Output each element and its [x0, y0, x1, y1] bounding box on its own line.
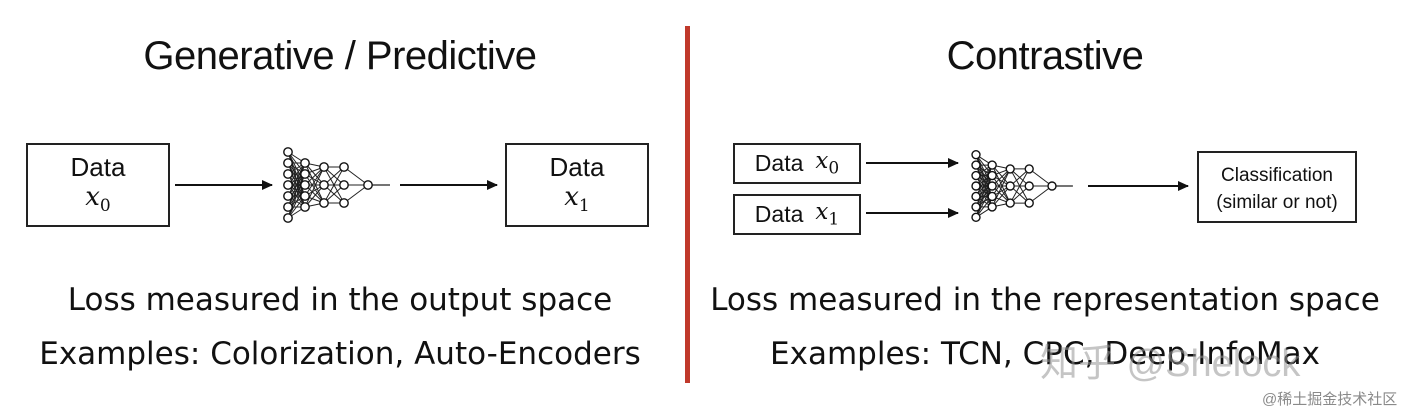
network-edge [975, 164, 993, 197]
network-edge [304, 162, 325, 204]
network-node [971, 170, 981, 181]
network-node [319, 198, 329, 208]
network-node [971, 212, 981, 223]
network-node [1024, 198, 1034, 208]
left-loss-text: Loss measured in the output space [67, 282, 613, 318]
network-node [300, 180, 310, 190]
network-edge [287, 184, 306, 219]
data-x1-var: x1 [815, 199, 840, 230]
neural-network-icon-left [283, 147, 390, 223]
network-edge [1028, 168, 1053, 187]
network-node [300, 158, 310, 168]
network-node [971, 191, 981, 202]
network-node [971, 149, 981, 160]
data-x0-var: x0 [815, 148, 840, 179]
network-node [987, 170, 997, 181]
input-data-label: Data [70, 152, 126, 182]
network-node [283, 158, 293, 168]
network-edge [991, 168, 1011, 197]
network-node [300, 169, 310, 179]
right-loss-text: Loss measured in the representation spac… [710, 282, 1380, 318]
network-edge [991, 164, 1011, 204]
network-edge [323, 166, 345, 204]
network-node [339, 162, 349, 172]
network-edge [991, 168, 1011, 208]
input-data-var: x0 [85, 182, 111, 217]
network-edge [1028, 185, 1053, 204]
network-node [363, 180, 373, 190]
network-node [1024, 164, 1034, 174]
output-data-var: x1 [564, 182, 590, 217]
network-node [971, 202, 981, 212]
network-edge [343, 166, 369, 186]
classification-box: Classification (similar or not) [1197, 151, 1357, 223]
network-node [283, 202, 293, 212]
network-node [339, 198, 349, 208]
network-node [1005, 164, 1015, 174]
network-node [1047, 181, 1057, 191]
output-data-box: Data x1 [505, 143, 649, 227]
classification-line2: (similar or not) [1216, 192, 1338, 213]
network-node [987, 202, 997, 212]
network-node [319, 162, 329, 172]
network-node [300, 202, 310, 212]
network-edge [304, 166, 325, 197]
network-edge [304, 173, 325, 204]
right-examples-text: Examples: TCN, CPC, Deep-InfoMax [770, 336, 1320, 372]
network-node [971, 181, 981, 191]
network-node [283, 180, 293, 190]
network-node [283, 191, 293, 201]
neural-network-icon-right [971, 149, 1073, 223]
juejin-watermark: @稀土掘金技术社区 [1262, 391, 1398, 408]
zhihu-watermark: 知乎 @Shelock [1040, 343, 1301, 385]
network-node [971, 160, 981, 170]
output-data-label: Data [549, 152, 605, 182]
network-node [987, 191, 997, 202]
generative-title: Generative / Predictive [143, 34, 537, 78]
network-node [283, 147, 293, 157]
network-node [1005, 181, 1015, 191]
network-edge [304, 166, 325, 208]
network-edge [343, 184, 369, 204]
classification-line1: Classification [1221, 165, 1333, 186]
network-node [1005, 198, 1015, 208]
section-divider [685, 26, 690, 383]
left-examples-text: Examples: Colorization, Auto-Encoders [39, 336, 641, 372]
network-node [987, 160, 997, 170]
network-node [283, 213, 293, 223]
network-edge [287, 162, 306, 197]
network-node [319, 180, 329, 190]
data-x0-box: Data x0 [733, 143, 861, 184]
network-node [300, 191, 310, 201]
network-node [1024, 181, 1034, 191]
data-x1-box: Data x1 [733, 194, 861, 235]
network-node [283, 169, 293, 179]
input-data-box: Data x0 [26, 143, 170, 227]
network-node [339, 180, 349, 190]
network-node [987, 181, 997, 191]
contrastive-title: Contrastive [946, 34, 1144, 78]
network-edge [991, 175, 1011, 204]
network-edge [975, 185, 993, 218]
network-edge [1009, 168, 1030, 204]
